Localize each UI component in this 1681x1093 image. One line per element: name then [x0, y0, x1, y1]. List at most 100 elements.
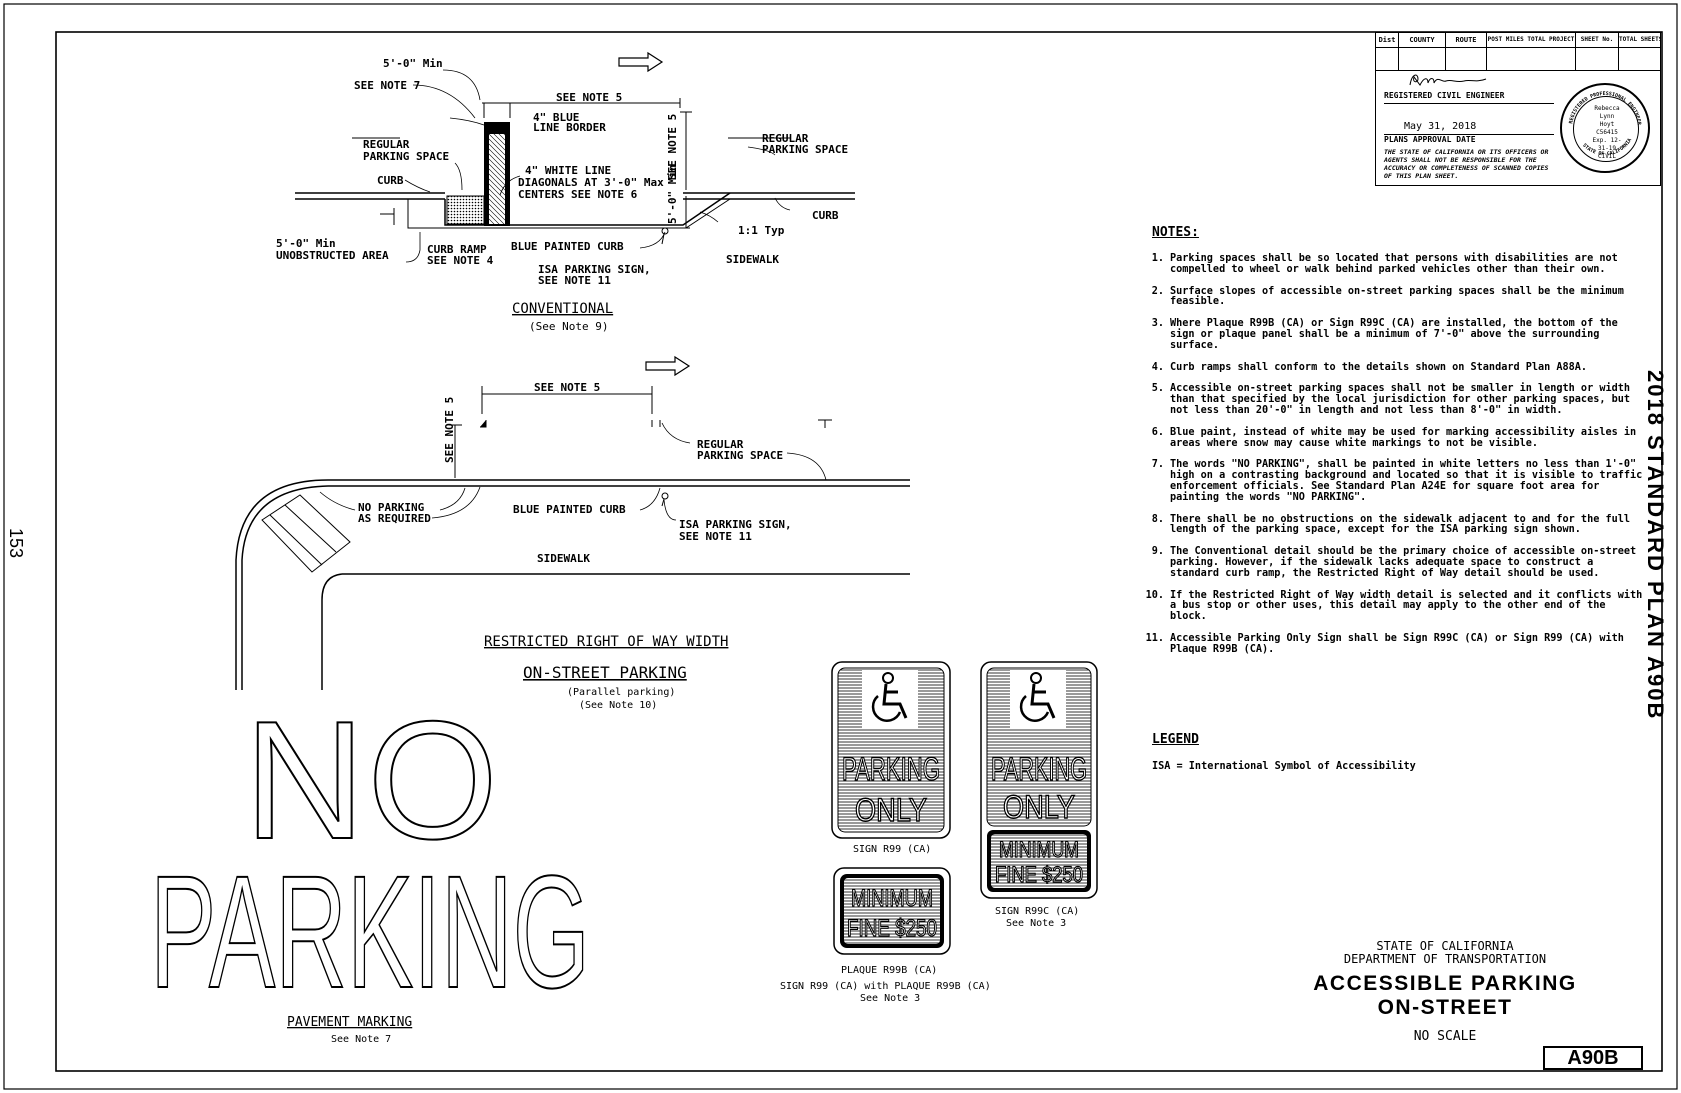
white-line-line1: 4" WHITE LINE: [525, 164, 611, 177]
pavement-word-parking: PARKING: [150, 842, 590, 1021]
min-5ft-vertical: 5'-0" Min: [666, 164, 679, 224]
note-text: Blue paint, instead of white may be used…: [1170, 426, 1637, 449]
white-line-diagonals: [489, 134, 505, 224]
legend-title: LEGEND: [1152, 732, 1199, 747]
header-county: COUNTY: [1399, 33, 1446, 47]
plans-approval-label: PLANS APPROVAL DATE: [1384, 135, 1476, 144]
r99-label: SIGN R99 (CA): [853, 844, 931, 855]
r99c-label-line1: SIGN R99C (CA): [995, 906, 1079, 917]
note-text: Accessible on-street parking spaces shal…: [1170, 383, 1631, 416]
outer-frame: [3, 3, 1678, 1090]
min-5ft-label: 5'-0" Min: [383, 57, 443, 70]
blue-border-line2: LINE BORDER: [533, 121, 606, 134]
note-text: Surface slopes of accessible on-street p…: [1170, 285, 1624, 308]
r99c-text-parking: PARKING: [991, 751, 1087, 787]
note-number: 8.: [1151, 513, 1164, 525]
restricted-detail: SEE NOTE 5 SEE NOTE 5 REGULAR PARKING SP…: [235, 355, 910, 711]
notes-title: NOTES:: [1152, 225, 1199, 240]
note-item: 4.Curb ramps shall conform to the detail…: [1144, 362, 1644, 374]
isa-sign-line2: SEE NOTE 11: [679, 530, 752, 543]
note-text: There shall be no obstructions on the si…: [1170, 513, 1631, 536]
seal-civil: CIVIL: [1597, 153, 1617, 160]
note-item: 1.Parking spaces shall be so located tha…: [1144, 253, 1644, 276]
see-note-7-label: SEE NOTE 7: [354, 79, 420, 92]
r99c-text-fine: FINE $250: [995, 862, 1083, 887]
pavement-subtitle: See Note 7: [331, 1034, 391, 1045]
r99c-label-line2: See Note 3: [1006, 918, 1066, 929]
note-text: The words "NO PARKING", shall be painted…: [1170, 459, 1643, 503]
registered-engineer-label: REGISTERED CIVIL ENGINEER: [1384, 91, 1505, 100]
title-block-stamp: Dist COUNTY ROUTE POST MILES TOTAL PROJE…: [1375, 32, 1661, 186]
wheelchair-icon: [1010, 670, 1066, 728]
sidewalk-label: SIDEWALK: [537, 552, 590, 565]
seal-name: Rebecca Lynn Hoyt: [1594, 105, 1620, 128]
page-number: 153: [6, 528, 26, 559]
header-post-miles: POST MILES TOTAL PROJECT: [1487, 33, 1576, 47]
restricted-subtitle3: (See Note 10): [579, 700, 657, 711]
approval-date: May 31, 2018: [1404, 121, 1477, 132]
plaque-text-minimum: MINIMUM: [851, 885, 933, 912]
note-text: Where Plaque R99B (CA) or Sign R99C (CA)…: [1170, 318, 1618, 351]
regular-right-line2: PARKING SPACE: [762, 143, 848, 156]
note-text: Accessible Parking Only Sign shall be Si…: [1170, 632, 1624, 655]
regular-left-line2: PARKING SPACE: [363, 150, 449, 163]
curb-ramp-line2: SEE NOTE 4: [427, 254, 494, 267]
see-note-5-label: SEE NOTE 5: [534, 381, 600, 394]
seal-expiration: Exp. 12-31-19: [1592, 137, 1622, 152]
note-item: 7.The words "NO PARKING", shall be paint…: [1144, 459, 1644, 503]
note-text: If the Restricted Right of Way width det…: [1170, 589, 1643, 623]
white-line-line3: CENTERS SEE NOTE 6: [518, 188, 638, 201]
note-item: 6. Blue paint, instead of white may be us…: [1144, 426, 1644, 450]
see-note-5-vertical: SEE NOTE 5: [666, 114, 679, 180]
restricted-subtitle2: (Parallel parking): [567, 687, 675, 698]
curb-ramp: [446, 195, 485, 225]
no-parking-line2: AS REQUIRED: [358, 512, 431, 525]
plaque-label-line1: PLAQUE R99B (CA): [841, 965, 937, 976]
unobstructed-line2: UNOBSTRUCTED AREA: [276, 249, 389, 262]
regular-line1: REGULAR: [697, 438, 744, 451]
title-block-values: [1376, 48, 1660, 71]
sheet-border: [55, 31, 1663, 1072]
title-block-header: Dist COUNTY ROUTE POST MILES TOTAL PROJE…: [1376, 33, 1660, 48]
note-text: Parking spaces shall be so located that …: [1170, 253, 1618, 275]
engineer-signature: [1409, 74, 1487, 86]
r99-text-parking: PARKING: [842, 751, 940, 787]
blue-curb-label: BLUE PAINTED CURB: [511, 240, 624, 253]
note-item: 10.If the Restricted Right of Way width …: [1144, 589, 1644, 623]
r99c-text-minimum: MINIMUM: [999, 837, 1079, 862]
side-title: 2018 STANDARD PLAN A90B: [1643, 370, 1668, 721]
isa-sign-line1: ISA PARKING SIGN,: [679, 518, 792, 531]
curb-label: CURB: [377, 174, 404, 187]
pavement-title: PAVEMENT MARKING: [287, 1015, 412, 1030]
scale-label: NO SCALE: [1413, 1029, 1477, 1044]
note-number: 6.: [1151, 426, 1164, 438]
conventional-title: CONVENTIONAL: [512, 301, 613, 317]
sign-r99: PARKING ONLY SIGN R99 (CA): [831, 661, 951, 855]
seal-number: C56415: [1596, 129, 1618, 136]
note-item: 3.Where Plaque R99B (CA) or Sign R99C (C…: [1144, 318, 1644, 351]
restricted-title: RESTRICTED RIGHT OF WAY WIDTH: [484, 634, 728, 650]
header-total-sheets: TOTAL SHEETS: [1619, 36, 1660, 43]
header-dist: Dist: [1376, 33, 1399, 47]
note-number: 2.: [1151, 285, 1164, 297]
r99c-text-only: ONLY: [1003, 789, 1075, 825]
note-text: The Conventional detail should be the pr…: [1170, 546, 1637, 579]
unobstructed-line1: 5'-0" Min: [276, 237, 336, 250]
conventional-detail: 5'-0" Min SEE NOTE 7 SEE NOTE 5 4" BLUE …: [276, 51, 855, 333]
regular-right-line1: REGULAR: [762, 132, 809, 145]
pavement-marking: NO PARKING PAVEMENT MARKING See Note 7: [149, 685, 591, 1045]
legend-panel: LEGEND ISA = International Symbol of Acc…: [1152, 732, 1632, 772]
note-number: 11.: [1145, 632, 1164, 644]
blue-border-line1: 4" BLUE: [533, 111, 579, 124]
isa-sign-line2: SEE NOTE 11: [538, 274, 611, 287]
see-note-5-vertical: SEE NOTE 5: [443, 397, 456, 463]
restricted-subtitle1: ON-STREET PARKING: [523, 663, 687, 682]
pavement-word-no: NO: [244, 686, 500, 874]
legend-entry: ISA = International Symbol of Accessibil…: [1152, 761, 1416, 772]
note-item: 11. Accessible Parking Only Sign shall be…: [1144, 632, 1644, 656]
regular-left-line1: REGULAR: [363, 138, 410, 151]
curb-right-label: CURB: [812, 209, 839, 222]
sign-r99c: PARKING ONLY MINIMUM FINE $250 SIGN R99C…: [980, 661, 1098, 929]
plaque-label-line2: SIGN R99 (CA) with PLAQUE R99B (CA): [780, 981, 991, 992]
regular-line2: PARKING SPACE: [697, 449, 783, 462]
